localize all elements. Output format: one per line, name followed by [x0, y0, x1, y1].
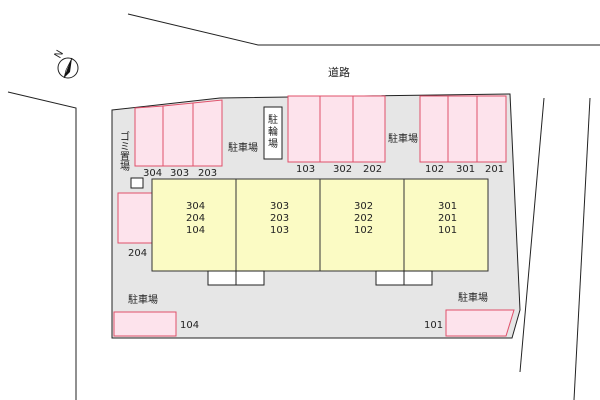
parking-number: 101: [424, 320, 443, 331]
bicycle-parking-label: 輪: [268, 125, 278, 138]
road-label: 道路: [328, 65, 350, 79]
building-unit: [403, 178, 489, 272]
parking-stall: [319, 95, 354, 163]
garbage-area-label: 置: [120, 151, 130, 163]
parking-stall: [162, 102, 194, 167]
parking-number: 102: [425, 164, 444, 175]
unit-number: 204: [186, 213, 205, 224]
north-label: N: [53, 49, 66, 61]
road-edge-left: [7, 91, 77, 400]
garbage-area-label: 場: [120, 160, 130, 173]
parking-label: 駐車場: [128, 293, 158, 306]
parking-stall: [419, 95, 449, 163]
parking-stall: [287, 95, 321, 163]
bicycle-parking: [263, 106, 283, 160]
parking-stall-bottom-right: [445, 309, 515, 337]
parking-number: 201: [485, 164, 504, 175]
garbage-area: ゴ ミ 置 場: [120, 130, 144, 189]
unit-number: 304: [186, 201, 205, 212]
garbage-area-label: ゴ: [120, 130, 130, 143]
parking-number: 304: [143, 168, 162, 179]
parking-top-center: [287, 95, 386, 163]
unit-number: 103: [270, 225, 289, 236]
parking-top-left: [134, 99, 223, 167]
parking-number: 202: [363, 164, 382, 175]
parking-label: 駐車場: [228, 141, 258, 154]
parking-number: 301: [456, 164, 475, 175]
building: [151, 178, 489, 272]
building-unit: [151, 178, 237, 272]
unit-number: 301: [438, 201, 457, 212]
unit-number: 101: [438, 225, 457, 236]
parking-stall: [192, 99, 223, 167]
parking-stall: [476, 95, 507, 163]
parking-stall: [352, 95, 386, 163]
unit-number: 201: [438, 213, 457, 224]
parking-stall-left: [117, 192, 153, 244]
road-edge-top: [127, 13, 600, 46]
unit-number: 303: [270, 201, 289, 212]
parking-number: 302: [333, 164, 352, 175]
parking-stall: [134, 105, 164, 167]
bicycle-parking-label: 場: [268, 137, 278, 150]
parking-number: 204: [128, 248, 147, 259]
parking-stall: [447, 95, 478, 163]
unit-number: 102: [354, 225, 373, 236]
unit-number: 203: [270, 213, 289, 224]
parking-label: 駐車場: [458, 291, 488, 304]
building-unit: [319, 178, 405, 272]
parking-stall-bottom-left: [113, 311, 177, 337]
parking-number: 203: [198, 168, 217, 179]
north-arrow-icon: N: [53, 49, 79, 79]
unit-number: 104: [186, 225, 205, 236]
unit-number: 202: [354, 213, 373, 224]
unit-number: 302: [354, 201, 373, 212]
parking-number: 103: [296, 164, 315, 175]
garbage-area-label: ミ: [120, 142, 130, 153]
parking-number: 303: [170, 168, 189, 179]
parking-top-right: [419, 95, 507, 163]
road-edge-right: [519, 97, 545, 373]
parking-label: 駐車場: [388, 132, 418, 145]
road-edge-far-right: [573, 97, 591, 400]
bicycle-parking-label: 駐: [268, 113, 278, 126]
parking-number: 104: [180, 320, 199, 331]
